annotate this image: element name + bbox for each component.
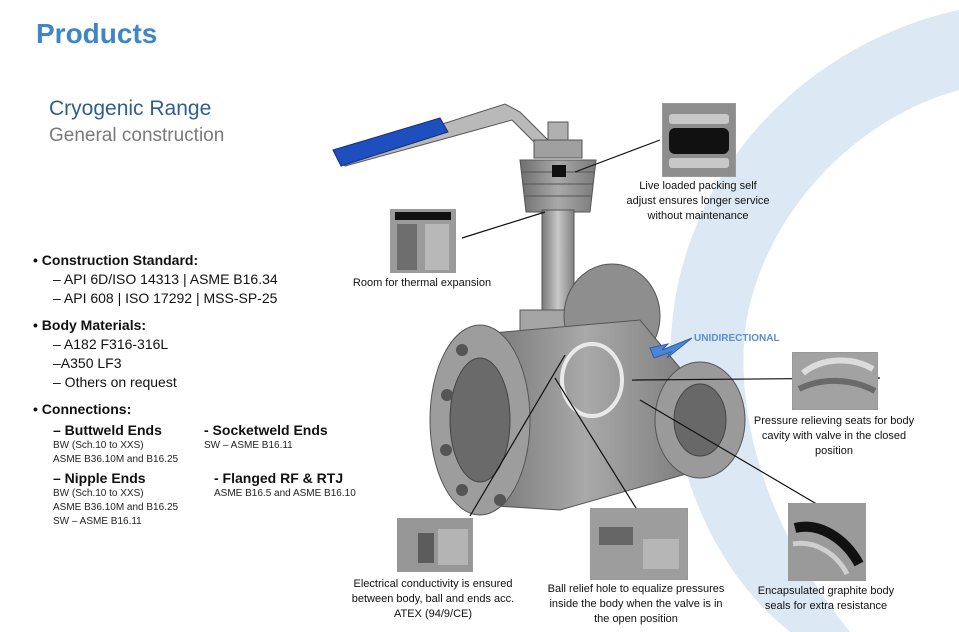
specs-list: • Construction Standard: – API 6D/ISO 14… xyxy=(33,251,363,533)
caption-line: ATEX (94/9/CE) xyxy=(393,608,473,620)
spec-line: –A350 LF3 xyxy=(53,355,122,371)
thermal-caption: Room for thermal expansion xyxy=(348,276,496,291)
graphite-caption: Encapsulated graphite body seals for ext… xyxy=(748,584,904,614)
handle-grip xyxy=(332,117,449,167)
nipple-title: – Nipple Ends xyxy=(53,470,146,486)
flanged-title: - Flanged RF & RTJ xyxy=(214,470,344,486)
caption-line: seals for extra resistance xyxy=(764,600,888,612)
socketweld-title: - Socketweld Ends xyxy=(204,422,328,438)
buttweld-line: BW (Sch.10 to XXS) xyxy=(53,440,144,451)
nipple-line: BW (Sch.10 to XXS) xyxy=(53,488,144,499)
handle xyxy=(332,103,549,167)
nipple-line: SW – ASME B16.11 xyxy=(53,516,142,527)
buttweld-line: ASME B36.10M and B16.25 xyxy=(53,454,179,465)
connections-heading: • Connections: xyxy=(33,401,132,417)
caption-line: Room for thermal expansion xyxy=(352,277,492,289)
nipple-line: ASME B36.10M and B16.25 xyxy=(53,502,179,513)
caption-line: Electrical conductivity is ensured xyxy=(353,578,513,590)
flanged-line: ASME B16.5 and ASME B16.10 xyxy=(214,488,356,499)
caption-line: cavity with valve in the closed xyxy=(761,430,907,442)
caption-line: Pressure relieving seats for body xyxy=(753,415,915,427)
spec-line: – A182 F316-316L xyxy=(53,336,169,352)
seats-caption: Pressure relieving seats for body cavity… xyxy=(746,414,922,459)
thermal-inset xyxy=(390,209,456,273)
flanged-block: - Flanged RF & RTJ ASME B16.5 and ASME B… xyxy=(214,469,384,501)
connections-grid: – Buttweld Ends BW (Sch.10 to XXS) ASME … xyxy=(33,421,363,533)
socketweld-line: SW – ASME B16.11 xyxy=(204,440,293,451)
graphite-inset xyxy=(788,503,866,581)
caption-line: the open position xyxy=(594,613,678,625)
range-title: Cryogenic Range xyxy=(49,97,212,120)
caption-line: Encapsulated graphite body xyxy=(757,585,895,597)
caption-line: Live loaded packing self xyxy=(639,180,757,192)
spec-line: – API 6D/ISO 14313 | ASME B16.34 xyxy=(53,271,278,287)
caption-line: adjust ensures longer service xyxy=(626,195,770,207)
packing-caption: Live loaded packing self adjust ensures … xyxy=(620,179,776,224)
buttweld-block: – Buttweld Ends BW (Sch.10 to XXS) ASME … xyxy=(53,421,223,467)
construction-standard-heading: • Construction Standard: xyxy=(33,252,199,268)
direction-arrow xyxy=(649,337,693,359)
buttweld-title: – Buttweld Ends xyxy=(53,422,162,438)
leader-lines xyxy=(461,139,881,517)
caption-line: position xyxy=(815,445,853,457)
seats-inset xyxy=(792,352,878,410)
electrical-caption: Electrical conductivity is ensured betwe… xyxy=(346,577,520,622)
relief-caption: Ball relief hole to equalize pressures i… xyxy=(538,582,734,627)
packing-inset xyxy=(662,103,736,177)
caption-line: without maintenance xyxy=(647,210,749,222)
spec-line: – API 608 | ISO 17292 | MSS-SP-25 xyxy=(53,290,278,306)
nipple-block: – Nipple Ends BW (Sch.10 to XXS) ASME B3… xyxy=(53,469,223,529)
relief-inset xyxy=(590,508,688,580)
caption-line: between body, ball and ends acc. xyxy=(351,593,515,605)
caption-line: Ball relief hole to equalize pressures xyxy=(547,583,725,595)
caption-line: inside the body when the valve is in xyxy=(549,598,723,610)
electrical-inset xyxy=(397,518,473,572)
section-title: General construction xyxy=(49,125,225,146)
unidirectional-label: UNIDIRECTIONAL xyxy=(694,333,780,344)
body-materials-heading: • Body Materials: xyxy=(33,317,147,333)
valve-body xyxy=(429,263,746,516)
spec-line: – Others on request xyxy=(53,374,177,390)
socketweld-block: - Socketweld Ends SW – ASME B16.11 xyxy=(204,421,374,453)
page-title: Products xyxy=(36,18,158,49)
